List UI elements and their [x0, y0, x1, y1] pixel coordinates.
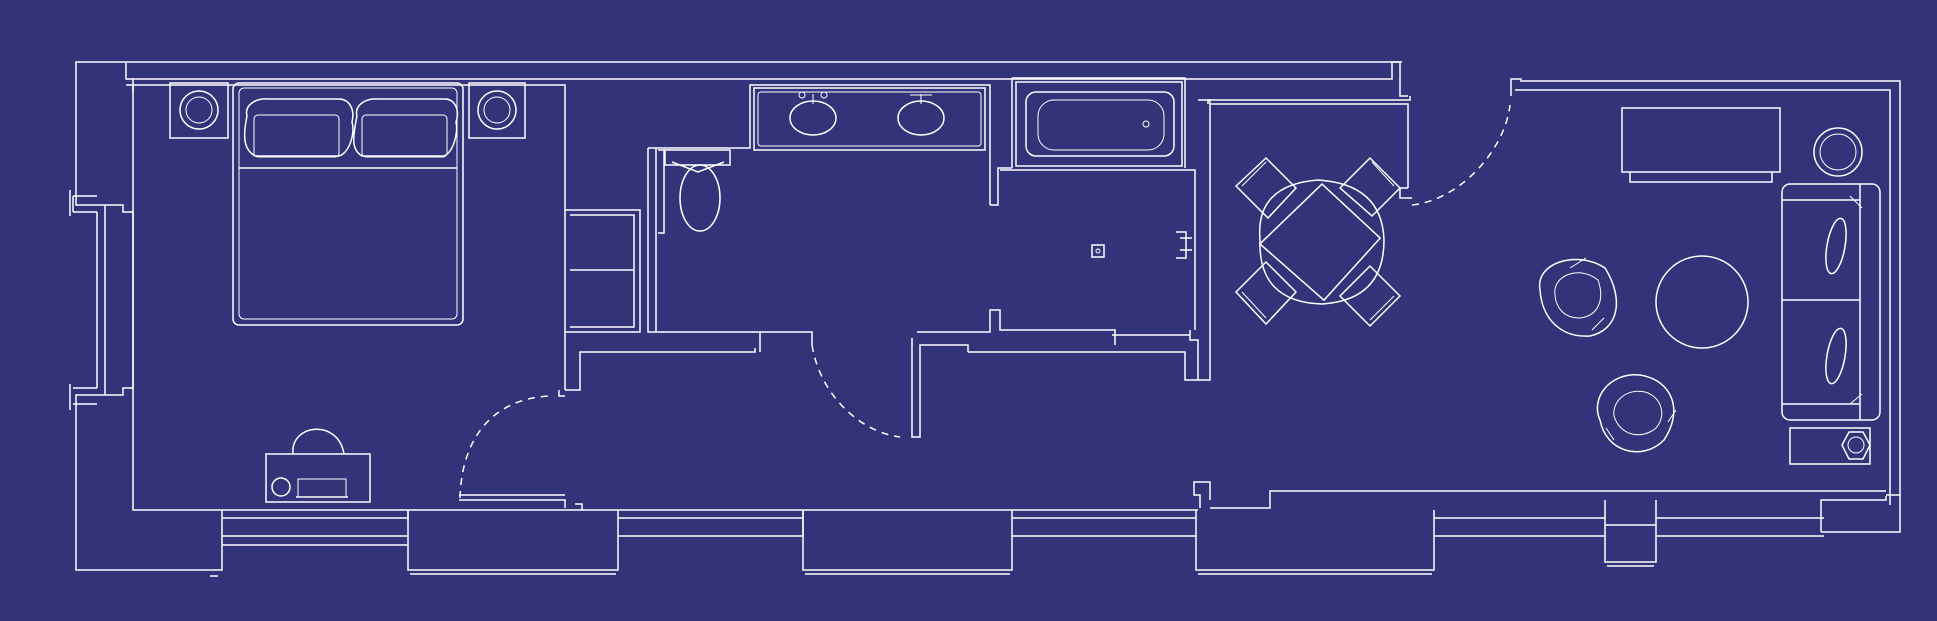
dining-table-icon [1258, 179, 1385, 305]
interior-walls [459, 77, 1412, 510]
desk-icon [265, 428, 371, 503]
toilet-icon [658, 149, 731, 234]
tv-console-icon [1621, 107, 1781, 183]
double-bed-icon [232, 82, 464, 326]
bottom-windows [206, 500, 1824, 577]
chair-icon [1234, 156, 1402, 328]
sink-icon [753, 87, 986, 151]
round-lamp-icon [1813, 127, 1863, 177]
side-table-icon [1789, 427, 1871, 465]
bathtub-icon [1015, 81, 1183, 167]
armchair-icon [1539, 257, 1677, 453]
round-lamp-icon [169, 82, 526, 139]
door-swings [459, 104, 1511, 499]
shower-fixtures [1091, 231, 1192, 259]
sofa-icon [1781, 183, 1881, 421]
coffee-table-icon [1655, 255, 1749, 349]
outer-walls [69, 61, 1901, 571]
